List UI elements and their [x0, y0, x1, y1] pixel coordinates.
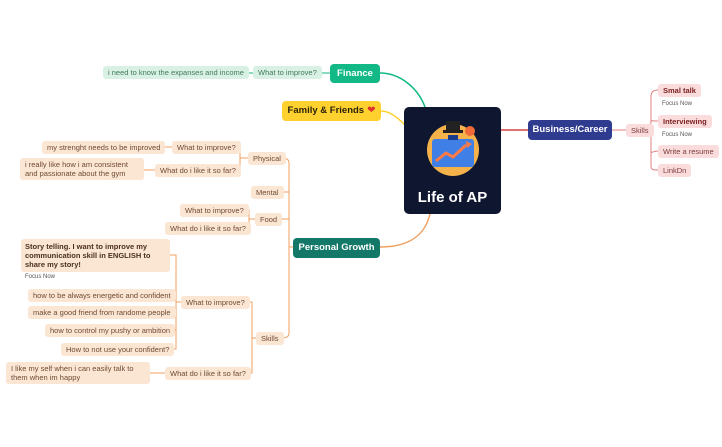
link-skills-items — [645, 89, 659, 171]
finance-answer-text: i need to know the expanses and income — [108, 68, 244, 77]
personal-growth-label: Personal Growth — [298, 242, 375, 254]
small-talk-text: Smal talk — [663, 86, 696, 95]
story-telling-text: Story telling. I want to improve my comm… — [25, 242, 151, 269]
skills-improve-item-4[interactable]: How to not use your confident? — [61, 343, 175, 356]
food-improve-q-text: What to improve? — [185, 206, 244, 215]
skills-improve-item-1[interactable]: how to be always energetic and confident — [28, 289, 176, 302]
red-heart-icon: ❤ — [367, 105, 376, 116]
business-topic[interactable]: Business/Career — [528, 120, 612, 140]
improve-item-1-text: how to be always energetic and confident — [33, 291, 171, 300]
skills-improve-q-text: What to improve? — [186, 298, 245, 307]
link-center-finance — [379, 72, 426, 108]
skills-like-question[interactable]: What do i like it so far? — [165, 367, 251, 380]
skills-like-a-text: I like my self when i can easily talk to… — [11, 364, 134, 382]
physical-improve-q-text: What to improve? — [177, 143, 236, 152]
food-like-q-text: What do i like it so far? — [170, 224, 246, 233]
finance-label: Finance — [337, 67, 373, 79]
skills-improve-item-3[interactable]: how to control my pushy or ambition — [45, 324, 176, 337]
business-item-small-talk[interactable]: Smal talk — [658, 84, 701, 97]
business-label: Business/Career — [532, 124, 608, 136]
skills-like-answer[interactable]: I like my self when i can easily talk to… — [6, 362, 150, 384]
business-skills[interactable]: Skills — [626, 124, 654, 137]
physical-improve-a-text: my strenght needs to be improved — [47, 143, 161, 152]
physical-like-a-text: i really like how i am consistent and pa… — [25, 160, 128, 178]
skills-improve-item-2[interactable]: make a good friend from randome people — [28, 306, 176, 319]
small-talk-note: Focus Now — [660, 100, 695, 110]
physical-improve-question[interactable]: What to improve? — [172, 141, 241, 154]
finance-question-text: What to improve? — [258, 68, 317, 77]
physical-node[interactable]: Physical — [248, 152, 286, 165]
story-telling-item[interactable]: Story telling. I want to improve my comm… — [21, 239, 170, 272]
personal-skills-text: Skills — [261, 334, 279, 343]
personal-skills-node[interactable]: Skills — [256, 332, 284, 345]
interviewing-note: Focus Now — [660, 131, 695, 141]
mental-text: Mental — [256, 188, 279, 197]
skills-improve-question[interactable]: What to improve? — [181, 296, 250, 309]
central-title: Life of AP — [417, 189, 488, 206]
food-text: Food — [260, 215, 278, 224]
food-node[interactable]: Food — [255, 213, 283, 226]
link-skills-questions — [246, 301, 256, 374]
business-item-linkedin[interactable]: LinkDn — [658, 164, 692, 177]
resume-text: Write a resume — [663, 147, 714, 156]
food-improve-question[interactable]: What to improve? — [180, 204, 249, 217]
story-telling-note: Focus Now — [23, 273, 58, 283]
physical-text: Physical — [253, 154, 281, 163]
mental-node[interactable]: Mental — [251, 186, 284, 199]
improve-item-3-text: how to control my pushy or ambition — [50, 326, 171, 335]
link-center-family — [380, 110, 406, 126]
finance-topic[interactable]: Finance — [330, 64, 380, 83]
link-center-personal — [379, 213, 431, 248]
business-item-interviewing[interactable]: Interviewing — [658, 115, 712, 128]
skills-like-q-text: What do i like it so far? — [170, 369, 246, 378]
linkedin-text: LinkDn — [663, 166, 687, 175]
business-skills-text: Skills — [631, 126, 649, 135]
physical-like-question[interactable]: What do i like it so far? — [155, 164, 241, 177]
physical-like-q-text: What do i like it so far? — [160, 166, 236, 175]
finance-answer[interactable]: i need to know the expanses and income — [103, 66, 249, 79]
improve-item-4-text: How to not use your confident? — [66, 345, 170, 354]
family-topic[interactable]: Family & Friends ❤ — [282, 101, 381, 121]
physical-improve-answer[interactable]: my strenght needs to be improved — [42, 141, 166, 154]
business-item-resume[interactable]: Write a resume — [658, 145, 719, 158]
family-label: Family & Friends — [287, 105, 365, 117]
central-topic[interactable]: Life of AP — [404, 107, 501, 214]
finance-question[interactable]: What to improve? — [253, 66, 322, 79]
interviewing-text: Interviewing — [663, 117, 707, 126]
personal-growth-topic[interactable]: Personal Growth — [293, 238, 380, 258]
food-like-question[interactable]: What do i like it so far? — [165, 222, 251, 235]
briefcase-chart-icon — [427, 121, 479, 176]
improve-item-2-text: make a good friend from randome people — [33, 308, 171, 317]
physical-like-answer[interactable]: i really like how i am consistent and pa… — [20, 158, 144, 180]
link-personal-subtopics — [281, 157, 293, 339]
